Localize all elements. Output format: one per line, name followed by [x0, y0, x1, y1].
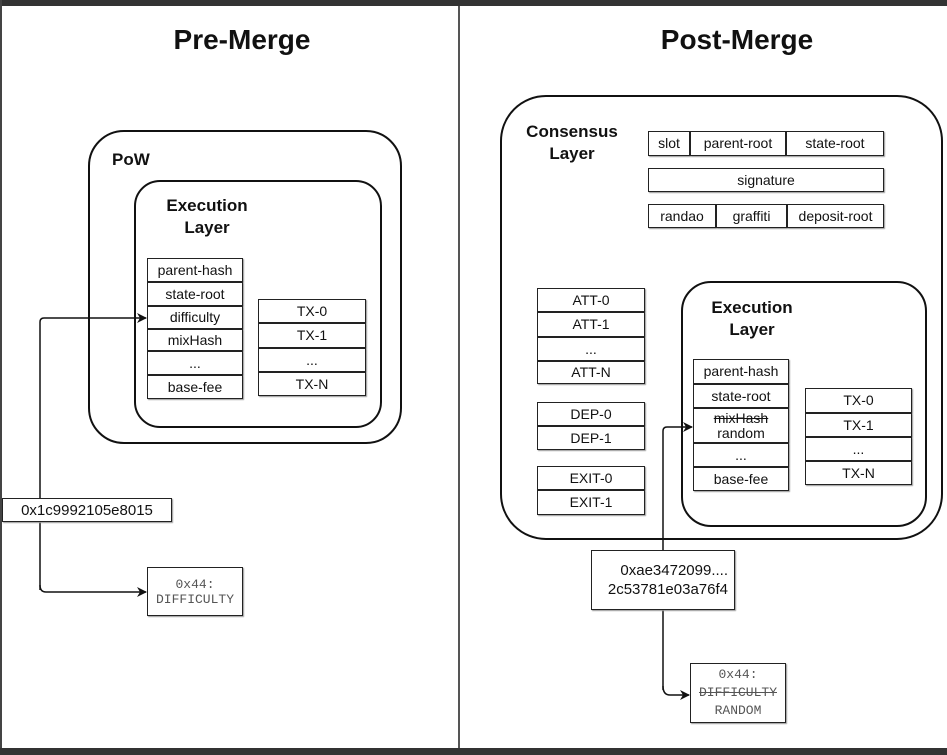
- execution-layer-container: [681, 281, 927, 527]
- beacon-field: signature: [648, 168, 884, 192]
- execution-layer-label: Execution Layer: [157, 195, 257, 239]
- header-field: state-root: [693, 384, 789, 408]
- header-field: mixHash: [147, 329, 243, 351]
- arrow-to-opcode: [39, 584, 147, 597]
- beacon-field: deposit-root: [787, 204, 884, 228]
- beacon-field: graffiti: [716, 204, 787, 228]
- opcode-difficulty: 0x44: DIFFICULTY: [147, 567, 243, 616]
- beacon-field: randao: [648, 204, 716, 228]
- post-merge-title: Post-Merge: [660, 24, 814, 55]
- header-field: base-fee: [693, 467, 789, 491]
- transaction: TX-1: [258, 323, 366, 348]
- execution-layer-label: Execution Layer: [702, 297, 802, 341]
- divider: [458, 6, 460, 748]
- consensus-label-line2: Layer: [549, 144, 595, 163]
- random-value-line2: 2c53781e03a76f4: [607, 581, 728, 598]
- execution-label-line1: Execution: [711, 298, 793, 317]
- mixhash-struck: mixHash: [713, 409, 769, 426]
- header-field: ...: [693, 443, 789, 467]
- attestation: ATT-0: [537, 288, 645, 312]
- pow-container: [88, 130, 402, 444]
- difficulty-value: 0x1c9992105e8015: [2, 498, 172, 522]
- transaction: TX-1: [805, 413, 912, 437]
- beacon-field: parent-root: [690, 131, 786, 156]
- exit: EXIT-0: [537, 466, 645, 490]
- attestation: ...: [537, 337, 645, 361]
- execution-layer-container: [134, 180, 382, 428]
- arrow-to-random-opcode: [662, 685, 690, 700]
- deposit: DEP-0: [537, 402, 645, 426]
- execution-label-line2: Layer: [184, 218, 230, 237]
- header-field: parent-hash: [147, 258, 243, 282]
- execution-label-line2: Layer: [729, 320, 775, 339]
- bottom-bar: [0, 748, 947, 755]
- execution-label-line1: Execution: [166, 196, 248, 215]
- random-value: 0xae3472099.... 2c53781e03a76f4: [591, 550, 735, 610]
- opcode-random: 0x44: DIFFICULTY RANDOM: [690, 663, 786, 723]
- transaction: TX-N: [258, 372, 366, 396]
- attestation: ATT-N: [537, 361, 645, 384]
- arrow-to-random: [662, 422, 693, 690]
- opcode-code: 0x44:: [175, 576, 215, 592]
- consensus-layer-label: Consensus Layer: [517, 121, 627, 165]
- left-border: [0, 0, 2, 755]
- opcode-name-new: RANDOM: [714, 703, 762, 718]
- header-field: ...: [147, 351, 243, 375]
- beacon-field: slot: [648, 131, 690, 156]
- header-field: difficulty: [147, 306, 243, 329]
- opcode-name: DIFFICULTY: [155, 591, 234, 607]
- opcode-name-old: DIFFICULTY: [698, 685, 777, 700]
- pow-label: PoW: [112, 150, 150, 169]
- random-field: random: [717, 424, 765, 441]
- top-bar: [0, 0, 947, 6]
- beacon-field: state-root: [786, 131, 884, 156]
- transaction: TX-0: [805, 388, 912, 413]
- header-field: parent-hash: [693, 359, 789, 384]
- transaction: TX-N: [805, 461, 912, 485]
- header-field: base-fee: [147, 375, 243, 399]
- random-value-line1: 0xae3472099....: [620, 562, 728, 579]
- transaction: ...: [258, 348, 366, 372]
- header-field-random: mixHash random: [693, 408, 789, 443]
- transaction: TX-0: [258, 299, 366, 323]
- header-field: state-root: [147, 282, 243, 306]
- consensus-layer-container: [500, 95, 943, 540]
- pre-merge-title: Pre-Merge: [173, 24, 311, 55]
- opcode-code: 0x44:: [718, 667, 758, 682]
- deposit: DEP-1: [537, 426, 645, 450]
- consensus-label-line1: Consensus: [526, 122, 618, 141]
- attestation: ATT-1: [537, 312, 645, 337]
- transaction: ...: [805, 437, 912, 461]
- arrow-to-difficulty: [39, 313, 147, 590]
- exit: EXIT-1: [537, 490, 645, 515]
